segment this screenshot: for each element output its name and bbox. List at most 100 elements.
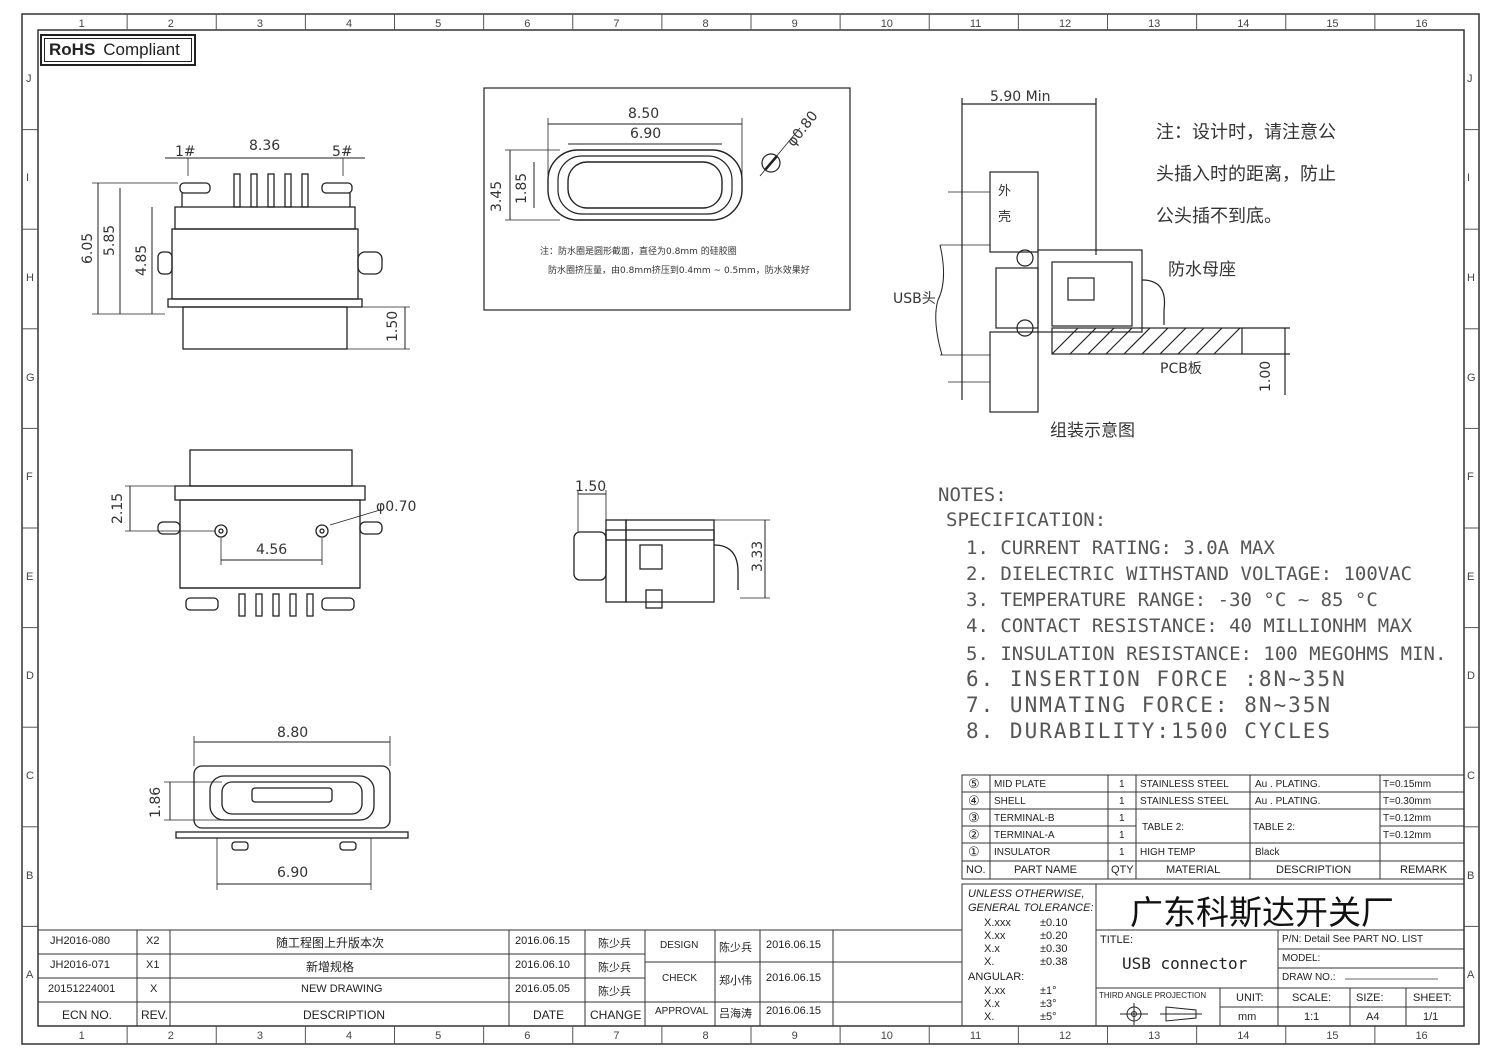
zone-row-label: G [1467,371,1476,384]
bom-desc: Black [1255,847,1280,858]
revision-grid [38,929,962,1026]
assembly-min: 5.90 Min [990,89,1051,105]
bom-qty: 1 [1119,796,1125,807]
bom-material: HIGH TEMP [1140,847,1196,858]
rev-date: 2016.05.05 [515,983,571,995]
bom-remark: T=0.15mm [1383,779,1432,790]
bom-header-desc: DESCRIPTION [1276,864,1352,876]
bom-qty: 1 [1119,830,1125,841]
assembly-note-2: 头插入时的距离，防止 [1156,164,1336,185]
zone-column-label: 9 [791,18,798,30]
approval-name: 吕海涛 [719,1008,752,1020]
bom-grid [961,774,1465,880]
bom-no: ① [968,844,980,859]
bom-qty: 1 [1119,847,1125,858]
side-view [573,490,770,609]
zone-column-label: 1 [78,18,85,30]
dim-cut-h-inner: 1.85 [514,172,530,204]
notes-spec: SPECIFICATION: [946,509,1107,531]
angle-key: X.xx [984,985,1006,997]
note-item: 4. CONTACT RESISTANCE: 40 MILLIONHM MAX [966,615,1413,637]
approval-date: 2016.06.15 [766,1005,822,1017]
zone-row-label: D [1467,670,1475,683]
rev-date: 2016.06.10 [515,959,571,971]
bom-material: STAINLESS STEEL [1140,796,1229,807]
rev-header-date: DATE [533,1008,565,1022]
bom-desc: Au . PLATING. [1255,779,1321,790]
rev-change: 陈少兵 [598,962,631,974]
dim-front-h: 1.86 [148,786,164,818]
rev-ecn: 20151224001 [48,983,116,995]
bom-desc: Au . PLATING. [1255,796,1321,807]
tolerance-val: ±0.10 [1040,917,1068,929]
tolerance-title-2: GENERAL TOLERANCE: [968,902,1094,914]
assembly-view [935,98,1290,413]
approval-date: 2016.06.15 [766,939,822,951]
approval-date: 2016.06.15 [766,972,822,984]
dim-tail: 1.50 [385,310,401,342]
dim-pin5: 5# [332,144,353,160]
zone-row-label: G [26,371,35,384]
rev-desc: NEW DRAWING [301,983,383,995]
zone-row-label: B [26,869,34,882]
approval-name: 郑小伟 [719,975,752,987]
note-item: 6. INSERTION FORCE :8N~35N [966,667,1347,691]
title-label: TITLE: [1100,934,1134,946]
zone-row-label: H [1467,272,1475,284]
dim-cut-h-outer: 3.45 [489,180,505,212]
rohs-text: Compliant [103,40,180,59]
model-label: MODEL: [1282,953,1321,964]
rev-ecn: JH2016-080 [50,935,110,947]
zone-column-label: 5 [435,1030,442,1042]
note-item: 7. UNMATING FORCE: 8N~35N [966,693,1333,717]
bom-no: ④ [968,793,980,808]
zone-column-label: 11 [969,1030,982,1042]
dim-h2: 5.85 [102,224,118,256]
bom-material: STAINLESS STEEL [1140,779,1229,790]
size-label: SIZE: [1356,992,1384,1004]
note-item: 3. TEMPERATURE RANGE: -30 °C ~ 85 °C [966,589,1378,611]
zone-column-label: 14 [1237,1030,1250,1042]
rev-header-ecn: ECN NO. [62,1008,113,1022]
zone-column-label: 15 [1326,18,1339,30]
note-item: 2. DIELECTRIC WITHSTAND VOLTAGE: 100VAC [966,563,1413,585]
bottom-view [125,449,383,617]
zone-row-label: E [26,570,34,583]
zone-column-label: 15 [1326,1030,1339,1042]
rev-rev: X2 [146,935,160,947]
size-value: A4 [1366,1011,1380,1023]
zone-column-label: 10 [880,18,893,30]
note-item: 1. CURRENT RATING: 3.0A MAX [966,537,1275,559]
bom-header-remark: REMARK [1400,864,1448,876]
zone-column-label: 6 [524,1030,531,1042]
bom-remark: T=0.12mm [1383,830,1432,841]
zone-row-label: A [26,969,34,982]
bom-qty: 1 [1119,813,1125,824]
part-number: P/N: Detail See PART NO. LIST [1282,934,1424,945]
bom-remark: T=0.30mm [1383,796,1432,807]
sheet-value: 1/1 [1423,1011,1439,1023]
front-view [164,736,409,890]
tolerance-key: X.xxx [984,917,1011,929]
assembly-shell-1: 外 [998,184,1012,199]
zone-column-label: 4 [345,1030,353,1042]
cutout-view [483,87,851,311]
bom-header-no: NO. [966,864,986,876]
dim-pin1: 1# [175,144,196,160]
zone-row-label: B [1467,869,1475,882]
assembly-pcb: PCB板 [1160,361,1202,377]
zone-column-label: 2 [167,1030,174,1042]
rev-desc: 随工程图上升版本次 [276,936,385,950]
bom-table2-material: TABLE 2: [1142,822,1185,833]
bom-part: TERMINAL-A [994,830,1055,841]
zone-column-label: 8 [702,18,709,30]
bom-header-material: MATERIAL [1166,864,1221,876]
title-value: USB connector [1122,954,1248,973]
bom-qty: 1 [1119,779,1125,790]
bom-header-qty: QTY [1111,864,1134,876]
zone-column-label: 13 [1148,1030,1161,1042]
approval-role: APPROVAL [655,1006,709,1017]
zone-column-label: 4 [345,18,353,30]
top-view [92,157,410,350]
note-item: 8. DURABILITY:1500 CYCLES [966,719,1333,743]
